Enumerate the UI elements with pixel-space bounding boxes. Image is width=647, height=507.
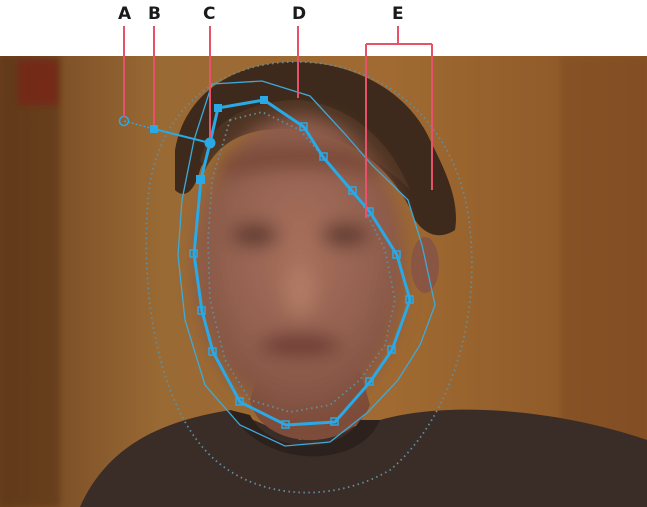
- mask-vertex[interactable]: [387, 345, 396, 354]
- blurred-face: [195, 115, 405, 415]
- mask-vertex-solid[interactable]: [260, 96, 268, 104]
- bezier-direction-handle[interactable]: [150, 125, 158, 133]
- selected-vertex[interactable]: [204, 137, 216, 149]
- video-frame: [0, 56, 647, 507]
- callout-label-d: D: [292, 4, 307, 24]
- mask-vertex[interactable]: [365, 377, 374, 386]
- mask-vertex[interactable]: [405, 295, 414, 304]
- mask-vertex[interactable]: [348, 186, 357, 195]
- callout-label-b: B: [148, 4, 161, 24]
- callout-label-c: C: [203, 4, 216, 24]
- mask-vertex[interactable]: [235, 397, 244, 406]
- mask-vertex[interactable]: [189, 249, 198, 258]
- callout-label-e: E: [392, 4, 404, 24]
- mask-vertex-solid[interactable]: [214, 104, 222, 112]
- mask-vertex[interactable]: [281, 420, 290, 429]
- mask-vertex[interactable]: [319, 152, 328, 161]
- mask-vertex[interactable]: [197, 306, 206, 315]
- callout-label-strip: A B C D E: [0, 0, 647, 56]
- mask-vertex-solid[interactable]: [196, 175, 205, 184]
- mask-vertex[interactable]: [208, 347, 217, 356]
- mask-vertex[interactable]: [392, 250, 401, 259]
- video-frame-image: [0, 56, 647, 507]
- mask-path[interactable]: [192, 98, 412, 427]
- feather-outline: [177, 80, 436, 447]
- mask-vertex[interactable]: [299, 122, 308, 131]
- bezier-handle-line: [153, 128, 211, 144]
- callout-label-a: A: [118, 4, 132, 24]
- mask-vertex[interactable]: [330, 417, 339, 426]
